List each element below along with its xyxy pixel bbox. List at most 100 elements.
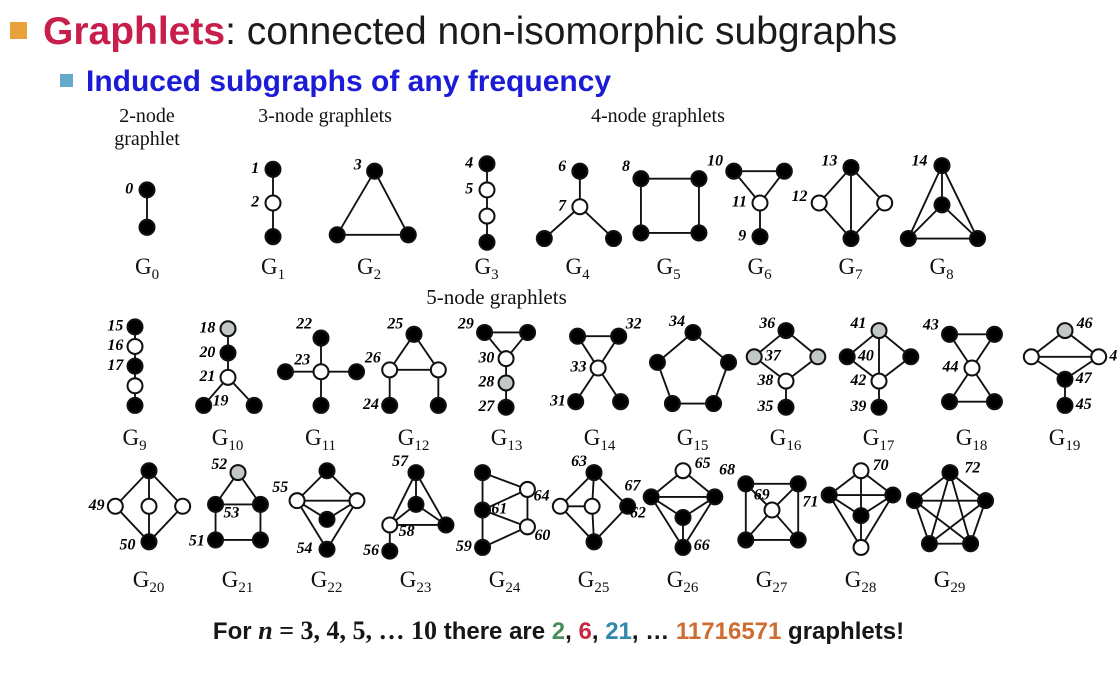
graphlet-caption-G19: G19 (1048, 424, 1081, 454)
node-orbit-42 (869, 372, 888, 390)
node-orbit-47 (1055, 370, 1074, 388)
node (138, 218, 156, 236)
node-orbit-9 (750, 228, 769, 246)
orbit-label-43: 43 (921, 316, 938, 333)
node (940, 393, 958, 411)
orbit-label-60: 60 (534, 527, 550, 544)
orbit-label-3: 3 (353, 156, 362, 173)
node (518, 480, 536, 498)
node-orbit-59 (473, 538, 491, 556)
node-orbit-31 (566, 393, 584, 411)
graphlet-caption-G21: G21 (221, 566, 254, 596)
subtitle-text: Induced subgraphs of any frequency (86, 64, 612, 98)
node (604, 229, 622, 247)
orbit-label-58: 58 (398, 523, 414, 540)
node (985, 325, 1003, 343)
orbit-label-54: 54 (296, 540, 312, 557)
node-orbit-55 (288, 491, 306, 510)
node-orbit-68 (736, 475, 754, 493)
orbit-label-70: 70 (872, 457, 888, 474)
footer-segment: , (591, 617, 606, 645)
orbit-label-65: 65 (694, 455, 710, 472)
node-orbit-57 (406, 463, 425, 481)
node (899, 229, 917, 247)
node (905, 491, 923, 510)
orbit-label-9: 9 (738, 227, 746, 244)
orbit-label-71: 71 (802, 493, 818, 510)
node-orbit-38 (776, 372, 795, 390)
node (139, 497, 158, 515)
node (808, 348, 826, 366)
node-orbit-56 (380, 542, 398, 560)
graphlet-drawing-G28: 70 71 (802, 457, 901, 556)
edge (928, 499, 986, 545)
footer-segment: n (258, 615, 273, 645)
graphlet-caption-G7: G7 (838, 253, 863, 283)
node-orbit-33 (589, 359, 607, 377)
subtitle-bullet-icon (60, 74, 73, 88)
node-orbit-46 (1055, 321, 1074, 339)
node-orbit-35 (776, 398, 795, 416)
edge (649, 496, 684, 548)
orbit-label-63: 63 (571, 453, 587, 470)
node (689, 224, 707, 242)
orbit-label-66: 66 (693, 537, 709, 554)
footer-segment: 21 (605, 617, 632, 645)
orbit-label-20: 20 (198, 344, 215, 361)
node (317, 462, 336, 480)
node-orbit-52 (228, 463, 247, 481)
node-orbit-4 (477, 155, 496, 173)
graphlet-caption-G28: G28 (844, 566, 877, 596)
orbit-label-17: 17 (107, 357, 124, 374)
graphlet-caption-G14: G14 (583, 424, 616, 454)
node-orbit-7 (570, 198, 588, 216)
header-2-node-line2: graphlet (114, 127, 180, 150)
node-orbit-29 (475, 323, 493, 341)
node-orbit-23 (311, 363, 330, 381)
graphlet-caption-G0: G0 (134, 253, 160, 283)
node-orbit-11 (750, 194, 769, 212)
title-rest: : connected non-isomorphic subgraphs (225, 10, 898, 53)
edge (940, 165, 978, 239)
node-orbit-36 (776, 321, 795, 339)
footer-segment: 6 (578, 617, 592, 645)
orbit-label-16: 16 (107, 337, 123, 354)
node-orbit-66 (673, 538, 692, 556)
node-orbit-32 (609, 327, 627, 345)
orbit-label-22: 22 (295, 316, 312, 333)
node (851, 506, 870, 524)
orbit-label-11: 11 (731, 194, 746, 211)
edge (414, 471, 447, 526)
node (429, 361, 447, 379)
node-orbit-45 (1055, 396, 1074, 414)
footer-segment: graphlets! (781, 617, 905, 645)
node (985, 393, 1003, 411)
node (568, 327, 586, 345)
orbit-label-26: 26 (363, 349, 380, 366)
graphlet-caption-G1: G1 (260, 253, 286, 283)
node-orbit-15 (125, 318, 144, 336)
footer-segment: , … (631, 617, 676, 645)
node (611, 393, 629, 411)
node-orbit-53 (206, 495, 224, 513)
edge (336, 170, 376, 236)
graphlet-caption-G13: G13 (490, 424, 523, 454)
node (328, 226, 346, 244)
footer-segment: , (565, 617, 579, 645)
node-orbit-61 (473, 501, 491, 519)
orbit-label-46: 46 (1075, 315, 1092, 332)
edge (948, 472, 971, 544)
node (125, 396, 144, 414)
